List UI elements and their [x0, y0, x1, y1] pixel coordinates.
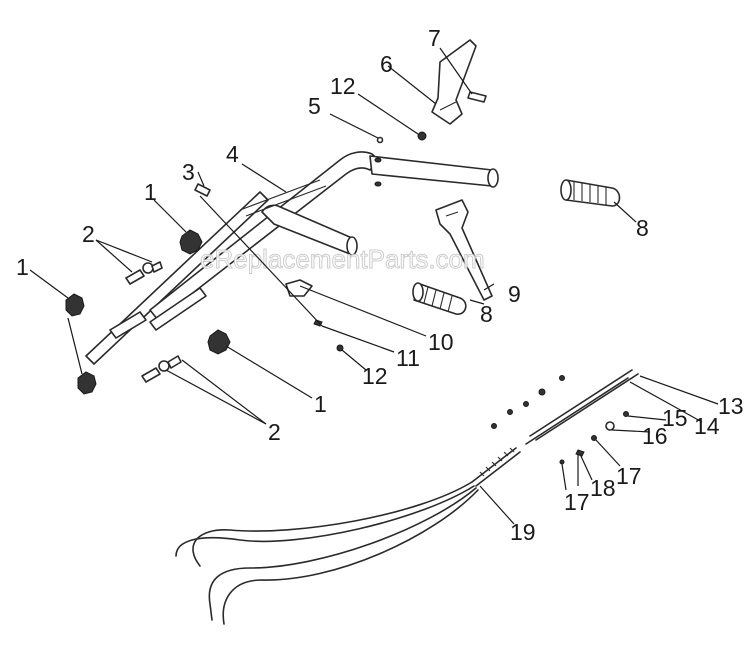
hardware-cluster: [491, 375, 629, 465]
grip-part-8-right: [560, 179, 621, 207]
callout-6: 6: [380, 51, 393, 77]
callout-11: 11: [396, 345, 420, 371]
rod-part-14: [525, 377, 629, 445]
callout-numbers: 1 1 1 2 2 3 4 5 6 7 8 8 9 10 11 12 12 13…: [16, 25, 744, 545]
callout-1-left: 1: [16, 254, 29, 280]
knob-part-1-upper: [179, 229, 203, 255]
callout-7: 7: [428, 25, 441, 51]
callout-1-lower: 1: [314, 391, 327, 417]
bolt-part-3: [194, 183, 211, 197]
knob-part-1-left-bottom: [77, 371, 97, 395]
nut-part-12-lower: [336, 344, 344, 352]
watermark-text: eReplacementParts.com: [200, 244, 485, 274]
bracket-part-10: [285, 279, 313, 297]
callout-9: 9: [508, 281, 521, 307]
callout-18: 18: [590, 475, 616, 501]
leader-lines: [29, 47, 719, 525]
callout-5: 5: [308, 93, 321, 119]
knob-part-1-lower: [207, 329, 231, 355]
callout-15: 15: [662, 405, 688, 431]
nut-part-12-upper: [417, 131, 427, 141]
callout-16: 16: [642, 423, 668, 449]
pin-part-7: [467, 91, 487, 103]
bolt-part-2-lower: [141, 355, 182, 383]
callout-12-lower: 12: [362, 363, 388, 389]
callout-8-right: 8: [636, 215, 649, 241]
callout-4: 4: [226, 141, 239, 167]
callout-8-lower: 8: [480, 301, 493, 327]
lever-bracket-part-6: [431, 39, 477, 125]
cable-part-19: [175, 447, 521, 625]
callout-14: 14: [694, 413, 720, 439]
callout-17-left: 17: [564, 489, 590, 515]
rod-part-13: [529, 369, 639, 441]
lever-part-9: [435, 199, 493, 301]
bolt-part-2-upper: [125, 261, 163, 285]
callout-12-upper: 12: [330, 73, 356, 99]
callout-2-upper: 2: [82, 221, 95, 247]
handlebar-frame: [85, 151, 499, 365]
callout-10: 10: [428, 329, 454, 355]
callout-13: 13: [718, 393, 744, 419]
callout-1-upper: 1: [144, 179, 157, 205]
callout-19: 19: [510, 519, 536, 545]
callout-3: 3: [182, 159, 195, 185]
callout-2-lower: 2: [268, 419, 281, 445]
grip-part-8-lower: [412, 282, 467, 315]
knob-part-1-left-top: [65, 293, 85, 317]
callout-17-right: 17: [616, 463, 642, 489]
washer-part-5: [376, 136, 384, 144]
